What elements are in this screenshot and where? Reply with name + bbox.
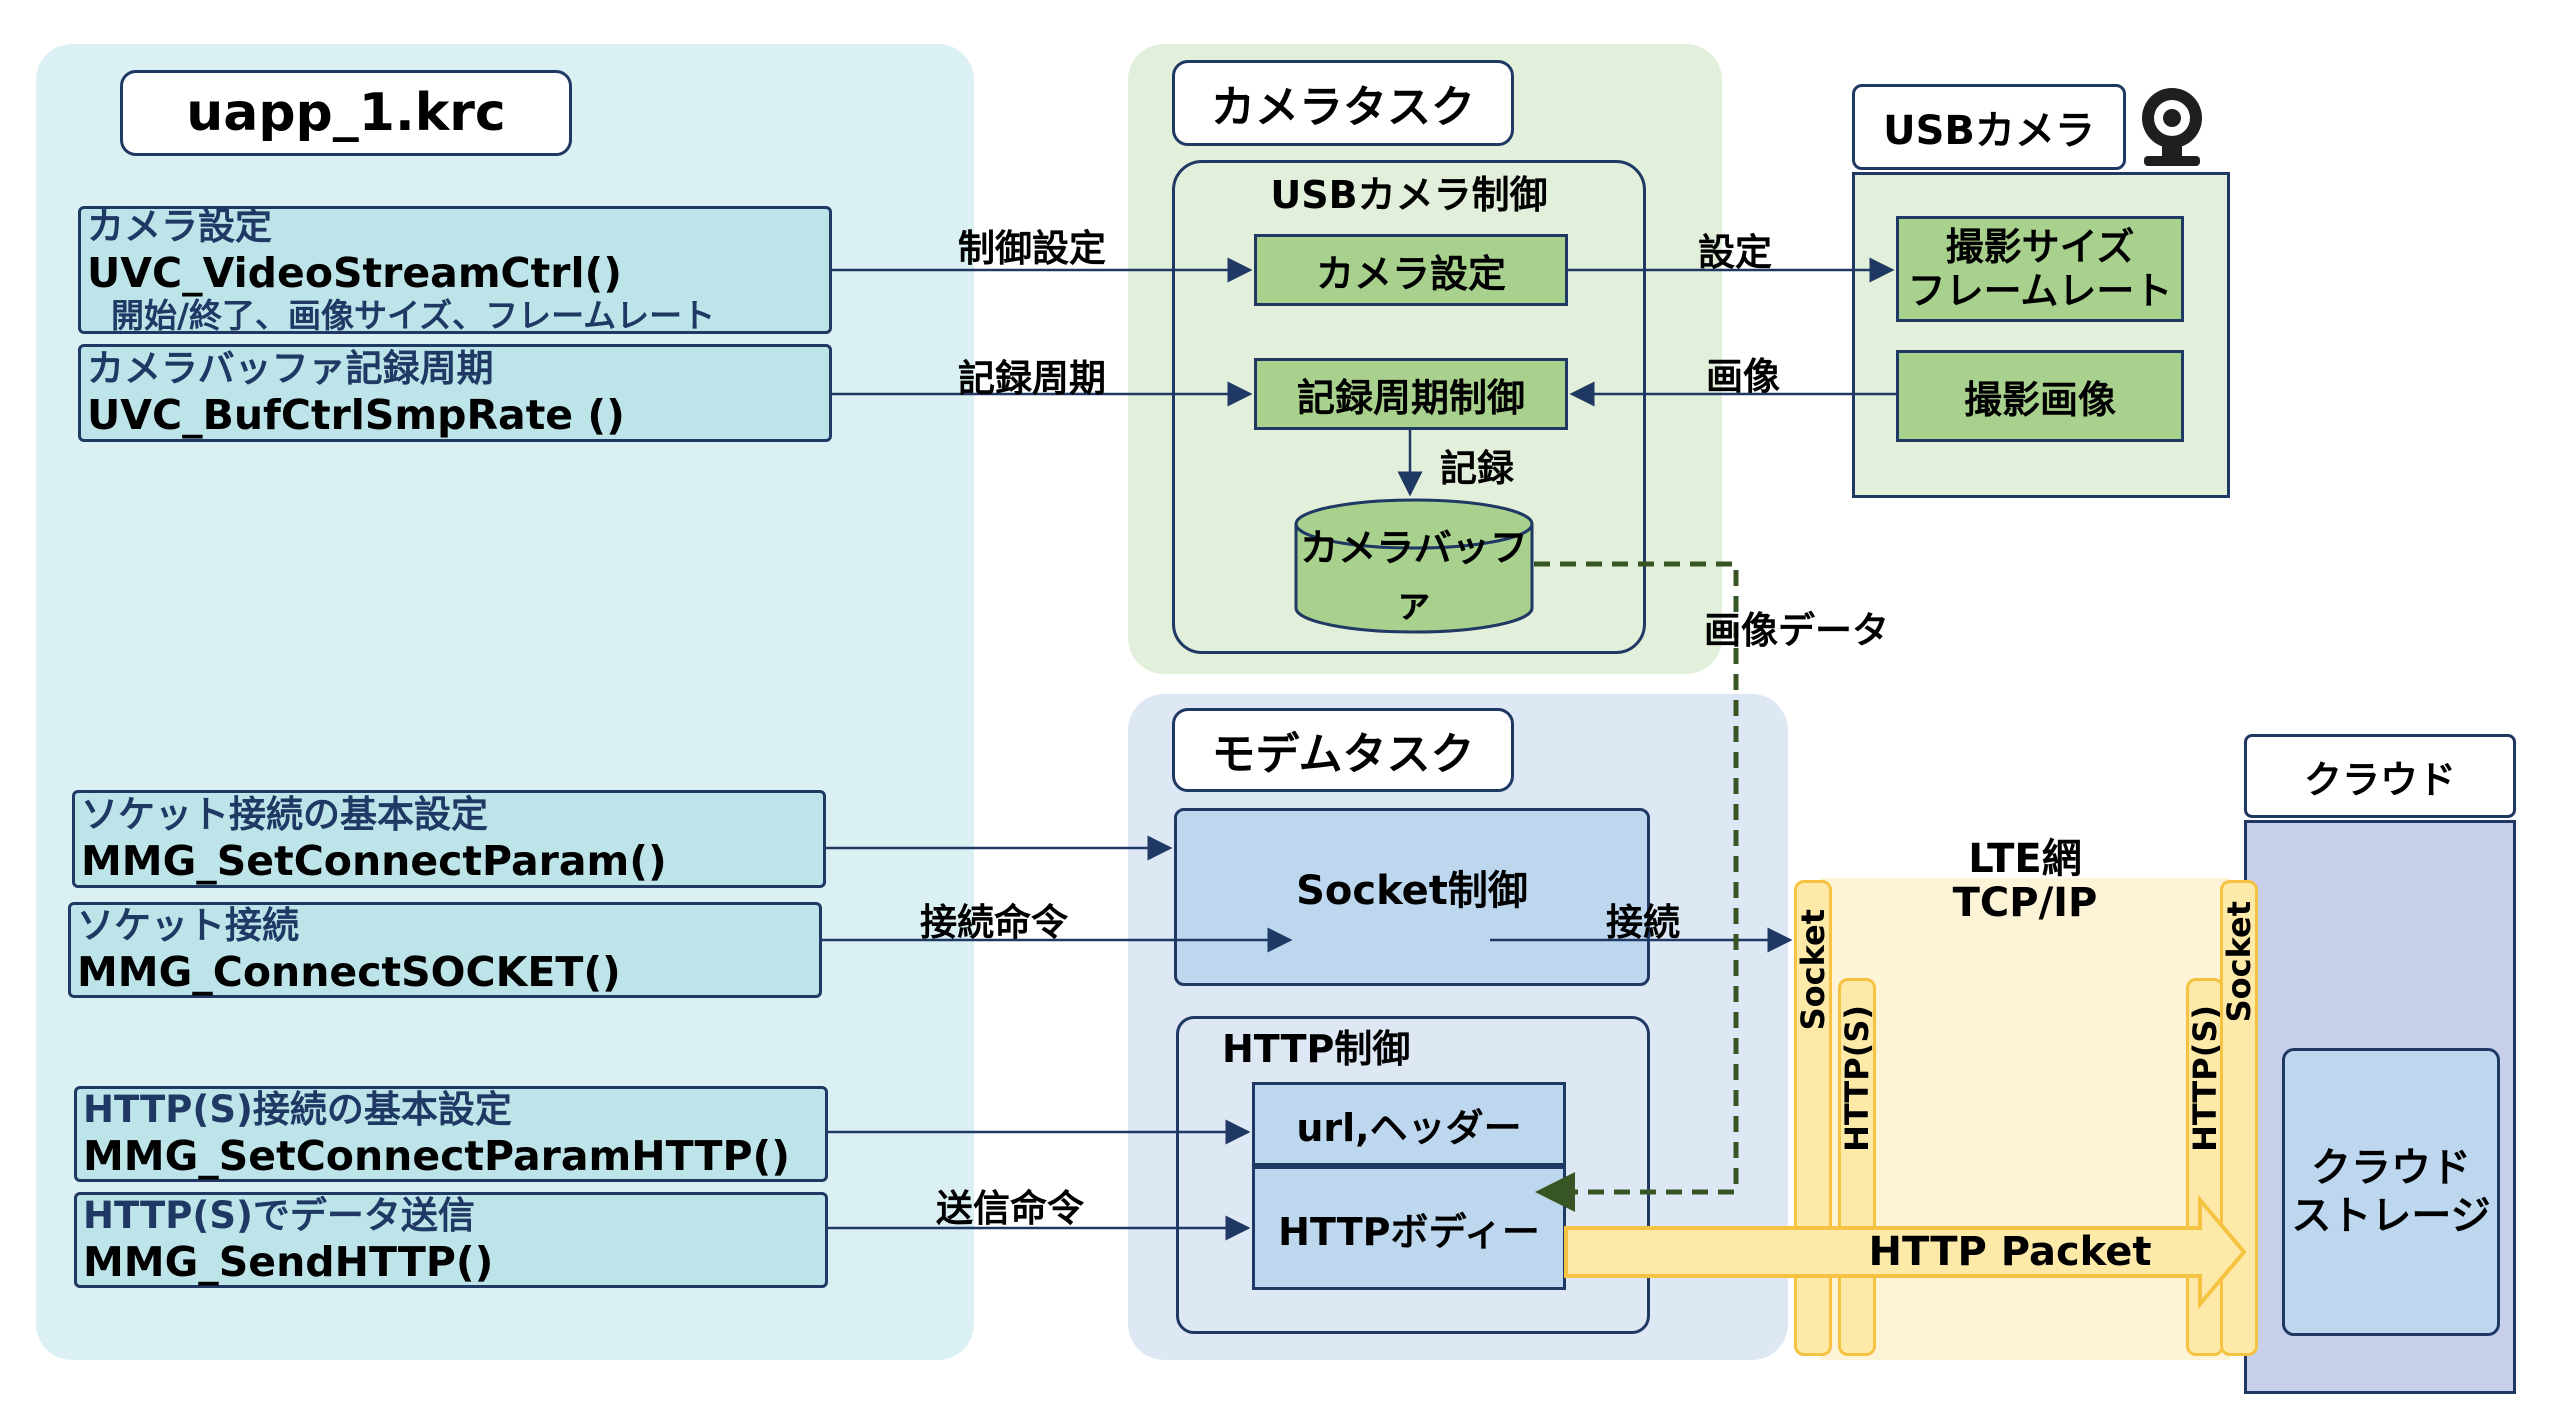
label-image: 画像: [1706, 355, 1780, 398]
func-title: HTTP(S)接続の基本設定: [83, 1088, 512, 1131]
func-title: HTTP(S)でデータ送信: [83, 1194, 475, 1237]
func-socket-param: ソケット接続の基本設定 MMG_SetConnectParam(): [72, 790, 826, 888]
camera-buffer-cylinder: [1294, 498, 1534, 634]
http-control-title: HTTP制御: [1222, 1027, 1411, 1071]
socket-bar-right: Socket: [2220, 880, 2258, 1356]
usb-camera-title: USBカメラ: [1852, 84, 2126, 170]
http-packet-arrow: [1564, 1194, 2247, 1310]
label-connect-cmd: 接続命令: [920, 901, 1068, 944]
camera-setting-box: カメラ設定: [1254, 234, 1568, 306]
http-packet-label: HTTP Packet: [1868, 1229, 2152, 1275]
camera-task-title: カメラタスク: [1172, 60, 1514, 146]
url-header-box: url,ヘッダー: [1252, 1082, 1566, 1166]
label-image-data: 画像データ: [1704, 609, 1889, 652]
func-camera-setting: カメラ設定 UVC_VideoStreamCtrl() 開始/終了、画像サイズ、…: [78, 205, 832, 335]
label-connect: 接続: [1606, 901, 1680, 944]
cloud-title: クラウド: [2244, 734, 2516, 818]
https-bar-left: HTTP(S): [1838, 978, 1876, 1356]
lte-network-area: [1820, 878, 2230, 1360]
record-period-box: 記録周期制御: [1254, 358, 1568, 430]
camera-buffer-label: カメラバッファ: [1300, 526, 1528, 625]
label-record: 記録: [1440, 447, 1514, 490]
func-http-send: HTTP(S)でデータ送信 MMG_SendHTTP(): [74, 1192, 828, 1288]
usb-camera-control-title: USBカメラ制御: [1270, 172, 1548, 217]
func-buffer-period: カメラバッファ記録周期 UVC_BufCtrlSmpRate (): [78, 344, 832, 442]
func-title: ソケット接続の基本設定: [81, 793, 488, 836]
label-setting: 設定: [1698, 231, 1772, 274]
func-title: カメラ設定: [87, 205, 272, 248]
func-title: カメラバッファ記録周期: [87, 347, 494, 390]
arrow-image-data: [1534, 561, 1739, 1212]
webcam-icon: [2142, 88, 2202, 166]
func-name: MMG_SendHTTP(): [83, 1238, 494, 1286]
func-name: MMG_SetConnectParam(): [81, 837, 667, 885]
http-control-box: [1176, 1016, 1650, 1334]
func-name: MMG_SetConnectParamHTTP(): [83, 1132, 790, 1180]
capture-setting-box: 撮影サイズ フレームレート: [1896, 216, 2184, 322]
captured-image-box: 撮影画像: [1896, 350, 2184, 442]
label-record-period: 記録周期: [958, 357, 1106, 400]
modem-task-title: モデムタスク: [1172, 708, 1514, 792]
http-body-box: HTTPボディー: [1252, 1166, 1566, 1290]
func-title: ソケット接続: [77, 904, 299, 947]
func-name: UVC_VideoStreamCtrl(): [87, 249, 622, 297]
lte-title-1: LTE網: [1968, 836, 2082, 882]
func-http-param: HTTP(S)接続の基本設定 MMG_SetConnectParamHTTP(): [74, 1086, 828, 1182]
func-socket-connect: ソケット接続 MMG_ConnectSOCKET(): [68, 902, 822, 998]
label-control-setting: 制御設定: [958, 227, 1106, 270]
func-name: UVC_BufCtrlSmpRate (): [87, 391, 625, 439]
socket-control-box: Socket制御: [1174, 808, 1650, 986]
func-sub: 開始/終了、画像サイズ、フレームレート: [111, 296, 716, 335]
app-title: uapp_1.krc: [120, 70, 572, 156]
label-send-cmd: 送信命令: [936, 1187, 1084, 1230]
lte-title-2: TCP/IP: [1952, 880, 2098, 926]
cloud-storage-box: クラウド ストレージ: [2282, 1048, 2500, 1336]
func-name: MMG_ConnectSOCKET(): [77, 948, 621, 996]
usb-camera-control-box: [1172, 160, 1646, 654]
